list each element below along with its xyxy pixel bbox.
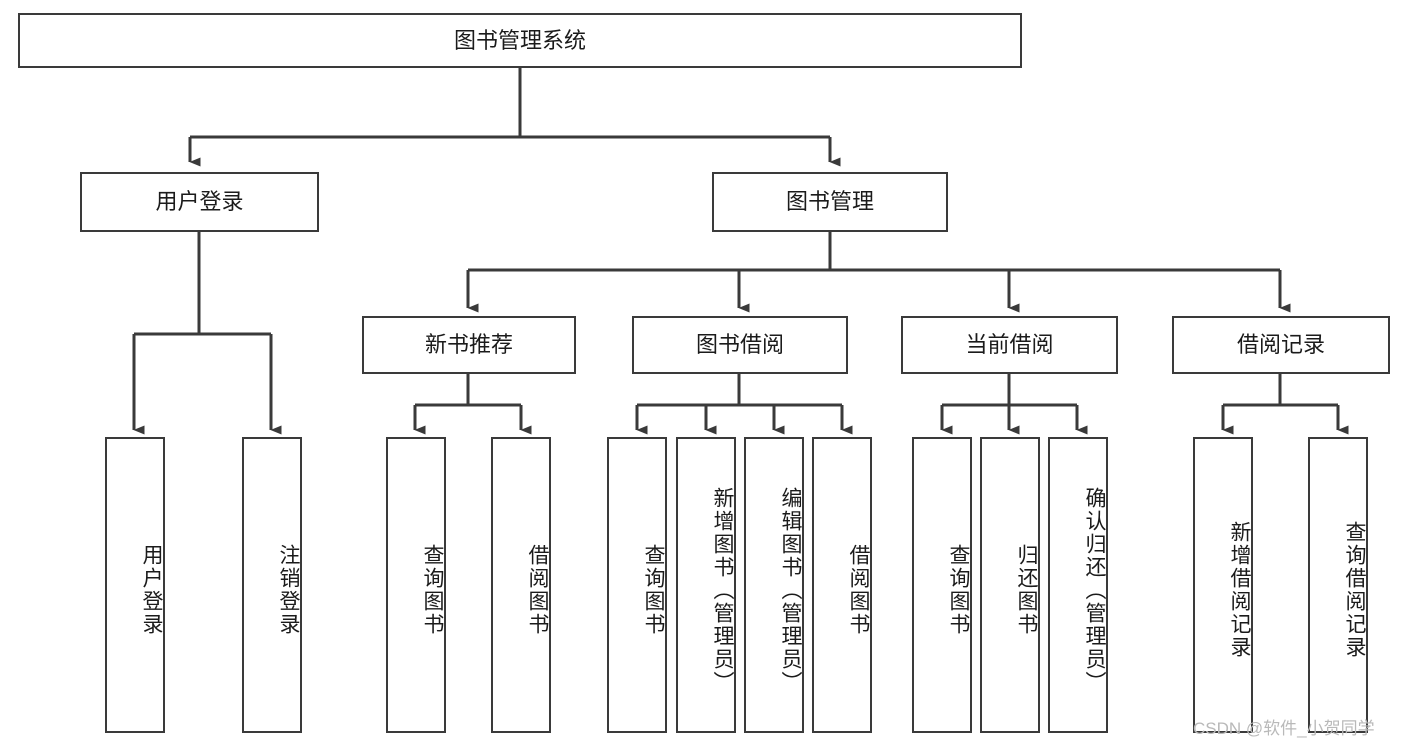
node-label: 图书借阅 xyxy=(695,332,784,358)
node-label: 查询图书 xyxy=(421,544,444,636)
leaf-confirm-return[interactable]: 确认归还（管理员） xyxy=(1048,437,1108,733)
leaf-query-book-2[interactable]: 查询图书 xyxy=(607,437,667,733)
leaf-query-record[interactable]: 查询借阅记录 xyxy=(1308,437,1368,733)
leaf-query-book-3[interactable]: 查询图书 xyxy=(912,437,972,733)
leaf-borrow-book-1[interactable]: 借阅图书 xyxy=(491,437,551,733)
node-label: 确认归还（管理员） xyxy=(1083,486,1106,694)
node-label: 编辑图书（管理员） xyxy=(779,486,802,694)
node-new-book-recommend[interactable]: 新书推荐 xyxy=(362,316,576,374)
node-book-manage[interactable]: 图书管理 xyxy=(712,172,948,232)
node-label: 查询图书 xyxy=(947,544,970,636)
node-user-login[interactable]: 用户登录 xyxy=(80,172,319,232)
leaf-query-book-1[interactable]: 查询图书 xyxy=(386,437,446,733)
node-label: 借阅图书 xyxy=(526,544,549,636)
node-borrow-record[interactable]: 借阅记录 xyxy=(1172,316,1390,374)
node-label: 用户登录 xyxy=(140,544,163,636)
node-book-borrow[interactable]: 图书借阅 xyxy=(632,316,848,374)
leaf-borrow-book-2[interactable]: 借阅图书 xyxy=(812,437,872,733)
node-label: 图书管理 xyxy=(785,189,874,215)
node-label: 新增图书（管理员） xyxy=(711,486,734,694)
node-label: 注销登录 xyxy=(277,544,300,636)
leaf-logout[interactable]: 注销登录 xyxy=(242,437,302,733)
node-label: 查询图书 xyxy=(642,544,665,636)
leaf-edit-book[interactable]: 编辑图书（管理员） xyxy=(744,437,804,733)
node-label: 借阅图书 xyxy=(847,544,870,636)
node-current-borrow[interactable]: 当前借阅 xyxy=(901,316,1118,374)
leaf-add-record[interactable]: 新增借阅记录 xyxy=(1193,437,1253,733)
node-label: 新增借阅记录 xyxy=(1228,521,1251,659)
node-label: 查询借阅记录 xyxy=(1343,521,1366,659)
leaf-user-login[interactable]: 用户登录 xyxy=(105,437,165,733)
node-label: 新书推荐 xyxy=(424,332,513,358)
node-label: 图书管理系统 xyxy=(453,27,586,53)
leaf-add-book[interactable]: 新增图书（管理员） xyxy=(676,437,736,733)
node-root-system[interactable]: 图书管理系统 xyxy=(18,13,1022,68)
node-label: 归还图书 xyxy=(1015,544,1038,636)
node-label: 用户登录 xyxy=(155,189,244,215)
leaf-return-book[interactable]: 归还图书 xyxy=(980,437,1040,733)
node-label: 借阅记录 xyxy=(1236,332,1325,358)
node-label: 当前借阅 xyxy=(965,332,1054,358)
